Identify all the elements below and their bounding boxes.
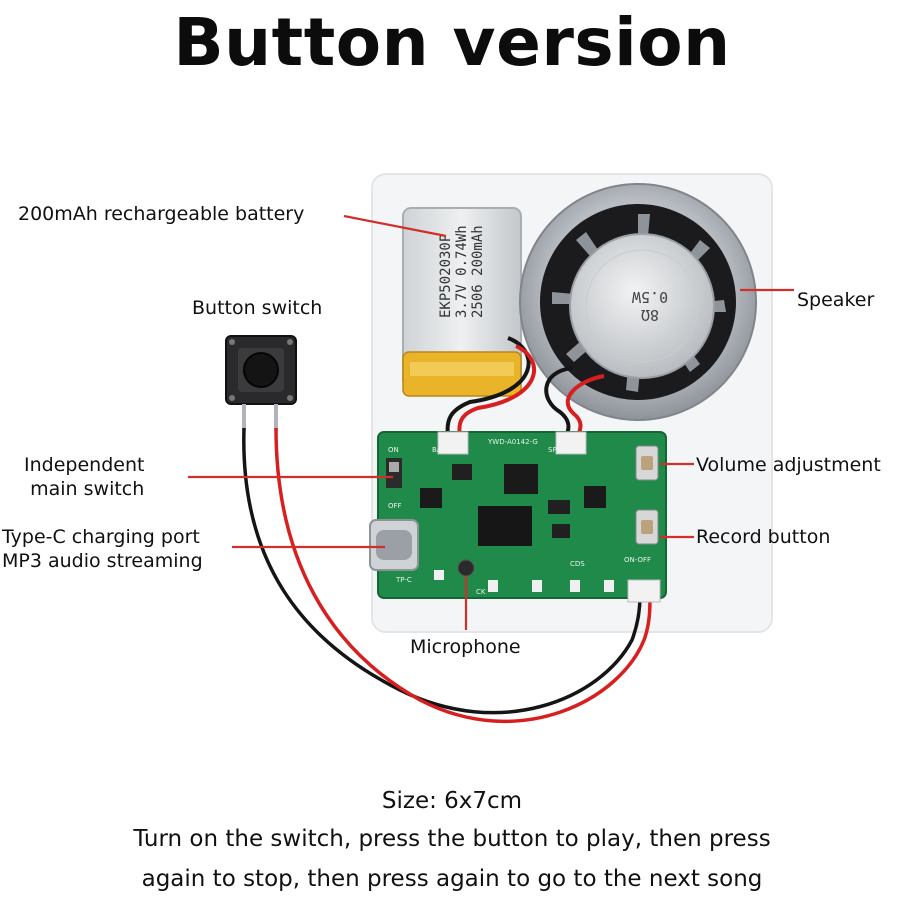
label-independent-switch-line1: Independent xyxy=(24,454,145,476)
speaker-wire-red xyxy=(565,374,605,437)
label-button-switch: Button switch xyxy=(192,297,323,319)
caption-line1: Turn on the switch, press the button to … xyxy=(133,826,771,852)
switch-wire-black xyxy=(242,427,642,715)
label-independent-switch: Independent main switch xyxy=(24,453,144,501)
battery-wire-red xyxy=(457,344,536,437)
pointer-battery xyxy=(343,214,447,238)
silk-off: OFF xyxy=(388,502,402,510)
speaker-print: 0.5W 8Ω xyxy=(631,288,668,324)
silk-on: ON xyxy=(388,446,399,454)
caption-line2: again to stop, then press again to go to… xyxy=(141,866,763,892)
label-typec-line1: Type-C charging port xyxy=(2,526,200,548)
speaker xyxy=(519,183,757,421)
battery-print-1: EKP502030P xyxy=(438,234,454,318)
label-battery: 200mAh rechargeable battery xyxy=(18,203,305,225)
label-microphone: Microphone xyxy=(410,636,521,658)
silk-spk: SPK xyxy=(548,446,562,454)
tact-switch xyxy=(225,335,297,430)
pcb-silkscreen: YWD-A0142-G ON OFF BAT SPK CDS TP-C CK O… xyxy=(388,438,651,596)
silk-ck: CK xyxy=(476,588,486,596)
pcb-board xyxy=(369,431,667,603)
silk-tpc: TP-C xyxy=(395,576,412,584)
silk-onoff: ON-OFF xyxy=(624,556,651,564)
battery-print-3: 2506 200mAh xyxy=(470,225,486,318)
page-title: Button version xyxy=(173,4,731,81)
switch-wire-red xyxy=(274,427,652,724)
label-volume: Volume adjustment xyxy=(696,454,881,476)
battery-print: EKP502030P 3.7V 0.74Wh 2506 200mAh xyxy=(438,225,486,318)
silk-cds: CDS xyxy=(570,560,585,568)
board-id: YWD-A0142-G xyxy=(487,438,538,446)
label-independent-switch-line2: main switch xyxy=(30,478,145,500)
speaker-wire-black xyxy=(544,366,573,437)
label-record: Record button xyxy=(696,526,831,548)
pointer-lines xyxy=(188,214,794,630)
silk-bat: BAT xyxy=(432,446,446,454)
battery xyxy=(402,207,522,397)
speaker-print-1: 0.5W xyxy=(631,288,668,306)
speaker-print-2: 8Ω xyxy=(641,306,659,324)
caption-size: Size: 6x7cm xyxy=(381,788,523,814)
label-typec-line2: MP3 audio streaming xyxy=(2,550,203,572)
battery-print-2: 3.7V 0.74Wh xyxy=(454,225,470,318)
label-typec: Type-C charging port MP3 audio streaming xyxy=(2,525,203,573)
label-speaker: Speaker xyxy=(797,289,875,311)
